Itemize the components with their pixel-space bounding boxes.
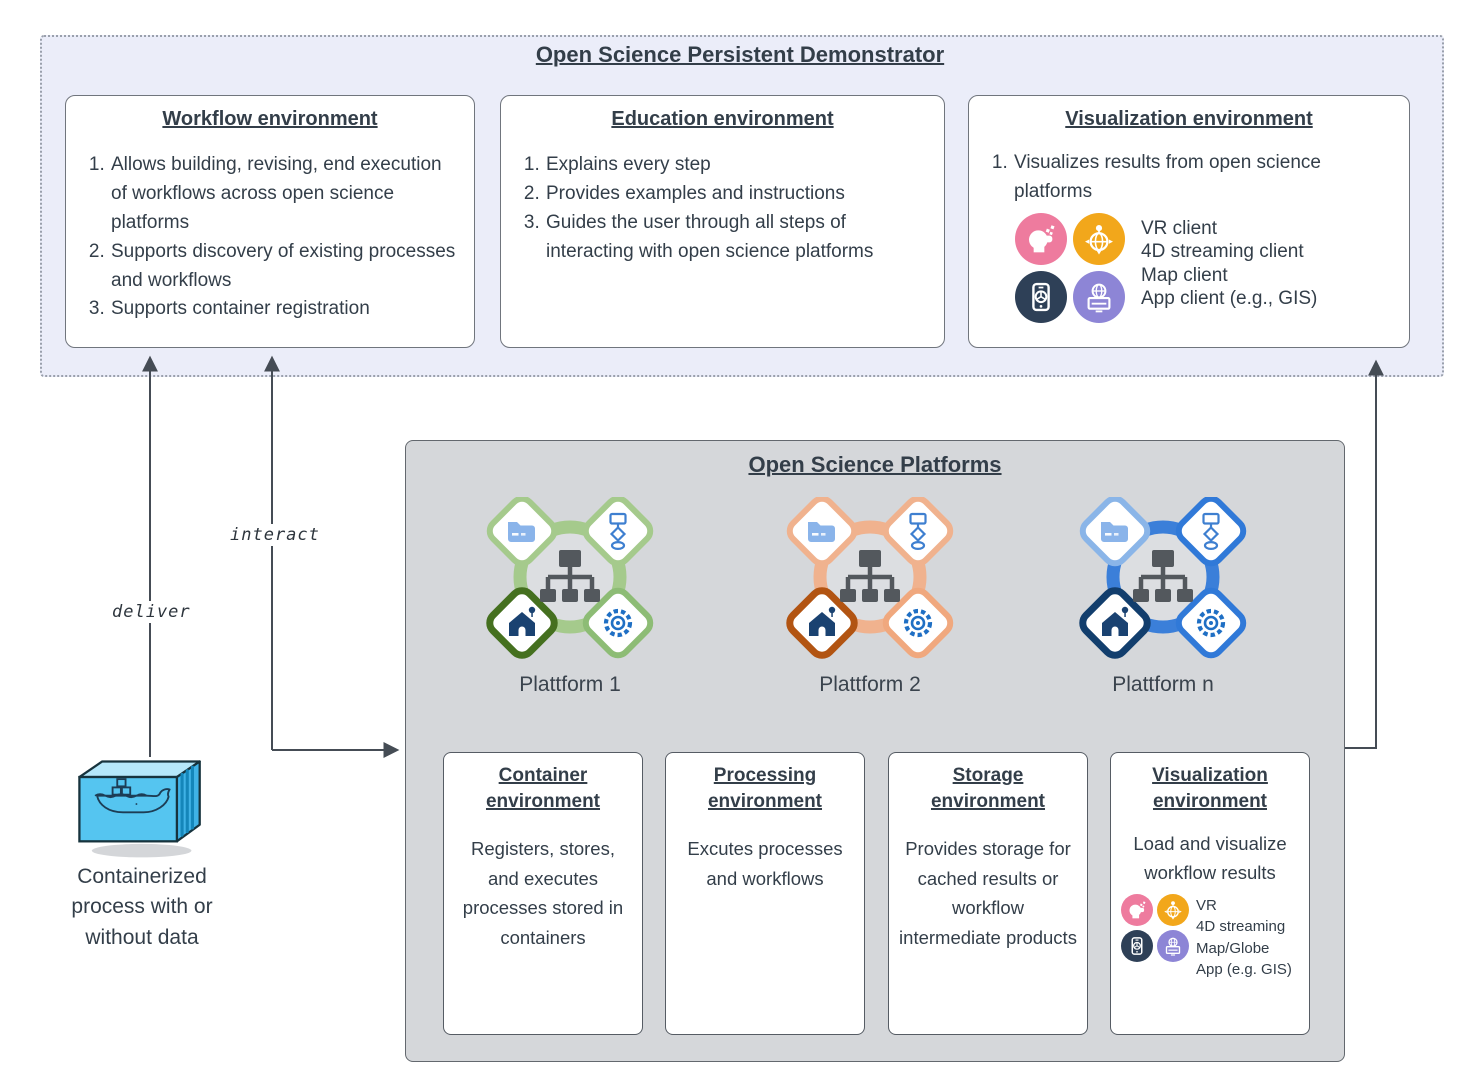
- client-label: App (e.g. GIS): [1196, 961, 1292, 979]
- client-label: VR: [1196, 896, 1217, 914]
- platform-label: Plattform 1: [519, 673, 621, 696]
- list-item: Explains every step: [545, 151, 930, 180]
- platform-visualization-environment-title: Visualization environment: [1152, 765, 1268, 812]
- mobile-map-icon: [1121, 929, 1153, 962]
- client-label: 4D streaming client: [1141, 241, 1304, 263]
- workflow-environment-title: Workflow environment: [162, 108, 378, 130]
- client-icon-block-small: VR 4D streaming Map/Globe App (e.g. GIS): [1121, 893, 1299, 981]
- client-label: App client (e.g., GIS): [1141, 288, 1318, 310]
- globe-pin-icon: [1157, 893, 1189, 926]
- platform-quad-icon: [480, 497, 660, 669]
- client-label: VR client: [1141, 217, 1218, 239]
- list-item: Visualizes results from open science pla…: [1013, 149, 1395, 207]
- container-environment-title: Container environment: [485, 765, 601, 812]
- client-labels-small: VR 4D streaming Map/Globe App (e.g. GIS): [1196, 894, 1292, 981]
- platforms-title: Open Science Platforms: [748, 452, 1002, 477]
- globe-pin-icon: [1073, 212, 1125, 265]
- container-environment-body: Registers, stores, and executes processe…: [462, 838, 624, 949]
- platform-n: Plattform n: [1073, 497, 1253, 697]
- platform-visualization-environment-body: Load and visualize workflow results: [1133, 833, 1287, 883]
- deliver-label: deliver: [104, 601, 199, 623]
- workflow-environment-list: Allows building, revising, end execution…: [80, 151, 460, 324]
- visualization-environment-list: Visualizes results from open science pla…: [983, 149, 1395, 207]
- docker-container-icon: [62, 748, 242, 865]
- storage-environment-card: Storage environment Provides storage for…: [888, 752, 1088, 1035]
- containerized-process-caption: Containerized process with or without da…: [71, 865, 213, 949]
- list-item: Provides examples and instructions: [545, 180, 930, 209]
- platform-label: Plattform 2: [819, 673, 921, 696]
- list-item: Allows building, revising, end execution…: [110, 151, 460, 238]
- list-item: Supports container registration: [110, 295, 460, 324]
- storage-environment-title: Storage environment: [930, 765, 1046, 812]
- list-item: Guides the user through all steps of int…: [545, 209, 930, 267]
- visualization-environment-card: Visualization environment Visualizes res…: [968, 95, 1410, 348]
- platform-1: Plattform 1: [480, 497, 660, 697]
- client-label: 4D streaming: [1196, 918, 1286, 936]
- platform-quad-icon: [1073, 497, 1253, 669]
- visualization-environment-title: Visualization environment: [1065, 108, 1313, 130]
- vr-headset-icon: [1015, 212, 1067, 265]
- platform-2: Plattform 2: [780, 497, 960, 697]
- client-label: Map/Globe: [1196, 939, 1270, 957]
- education-environment-list: Explains every step Provides examples an…: [515, 151, 930, 267]
- storage-environment-body: Provides storage for cached results or w…: [899, 838, 1077, 949]
- app-monitor-icon: [1157, 929, 1189, 962]
- platform-visualization-environment-card: Visualization environment Load and visua…: [1110, 752, 1310, 1035]
- workflow-environment-card: Workflow environment Allows building, re…: [65, 95, 475, 348]
- platform-label: Plattform n: [1112, 673, 1214, 696]
- processing-environment-title: Processing environment: [707, 765, 823, 812]
- interact-label: interact: [222, 524, 328, 546]
- client-icon-grid-small: [1121, 893, 1189, 962]
- client-labels: VR client 4D streaming client Map client…: [1141, 213, 1317, 311]
- client-icon-grid: [1015, 212, 1125, 323]
- client-label: Map client: [1141, 264, 1228, 286]
- client-icon-block: VR client 4D streaming client Map client…: [1015, 212, 1395, 323]
- processing-environment-body: Excutes processes and workflows: [687, 838, 843, 889]
- platforms-to-visualization-arrow: [1345, 359, 1384, 749]
- demonstrator-title: Open Science Persistent Demonstrator: [535, 42, 945, 67]
- mobile-map-icon: [1015, 270, 1067, 323]
- processing-environment-card: Processing environment Excutes processes…: [665, 752, 865, 1035]
- platform-quad-icon: [780, 497, 960, 669]
- vr-headset-icon: [1121, 893, 1153, 926]
- education-environment-card: Education environment Explains every ste…: [500, 95, 945, 348]
- education-environment-title: Education environment: [611, 108, 834, 130]
- list-item: Supports discovery of existing processes…: [110, 238, 460, 296]
- app-monitor-icon: [1073, 270, 1125, 323]
- container-environment-card: Container environment Registers, stores,…: [443, 752, 643, 1035]
